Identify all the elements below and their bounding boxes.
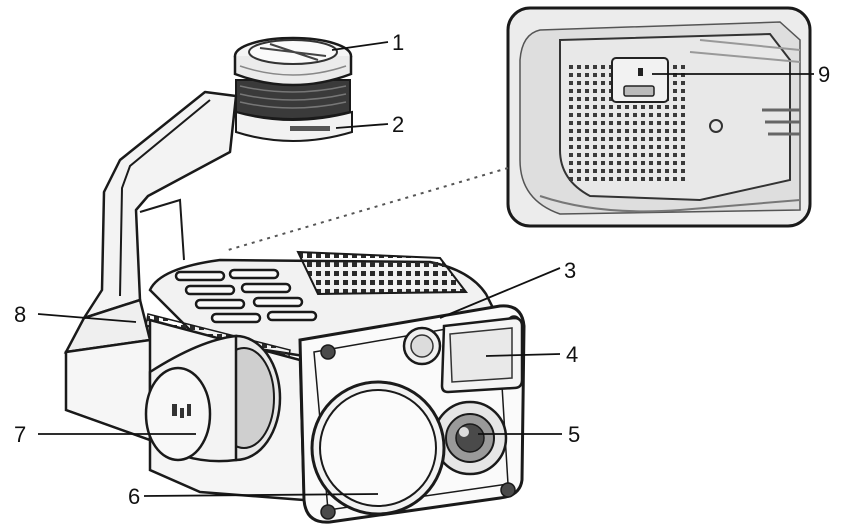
top-vent-slots — [174, 268, 318, 324]
dji-logo — [172, 404, 191, 418]
leader-line-3 — [439, 267, 561, 319]
wide-camera-window — [440, 316, 524, 394]
leader-line-6 — [143, 493, 379, 497]
callout-7: 7 — [14, 422, 26, 447]
callout-8: 8 — [14, 302, 26, 327]
callout-6: 6 — [128, 484, 140, 509]
leader-line-8 — [37, 313, 137, 323]
inset-detail-view — [506, 6, 812, 228]
laser-range-finder — [402, 326, 442, 366]
callout-4: 4 — [566, 342, 578, 367]
leader-line-2 — [335, 123, 389, 129]
callout-9: 9 — [818, 62, 830, 87]
callout-2: 2 — [392, 112, 404, 137]
zoom-lens — [310, 380, 446, 516]
callout-1: 1 — [392, 30, 404, 55]
top-heatsink-panel — [296, 250, 469, 296]
leader-line-1 — [331, 41, 389, 51]
gimbal-mount — [233, 36, 353, 142]
leader-lines — [37, 41, 814, 497]
callout-labels: 1 2 3 4 5 6 7 8 9 — [14, 30, 830, 509]
callout-3: 3 — [564, 258, 576, 283]
inset-connector-line — [227, 167, 509, 251]
pitch-motor — [144, 334, 282, 463]
leader-line-4 — [485, 353, 561, 357]
callout-5: 5 — [568, 422, 580, 447]
wide-lens — [432, 400, 508, 476]
